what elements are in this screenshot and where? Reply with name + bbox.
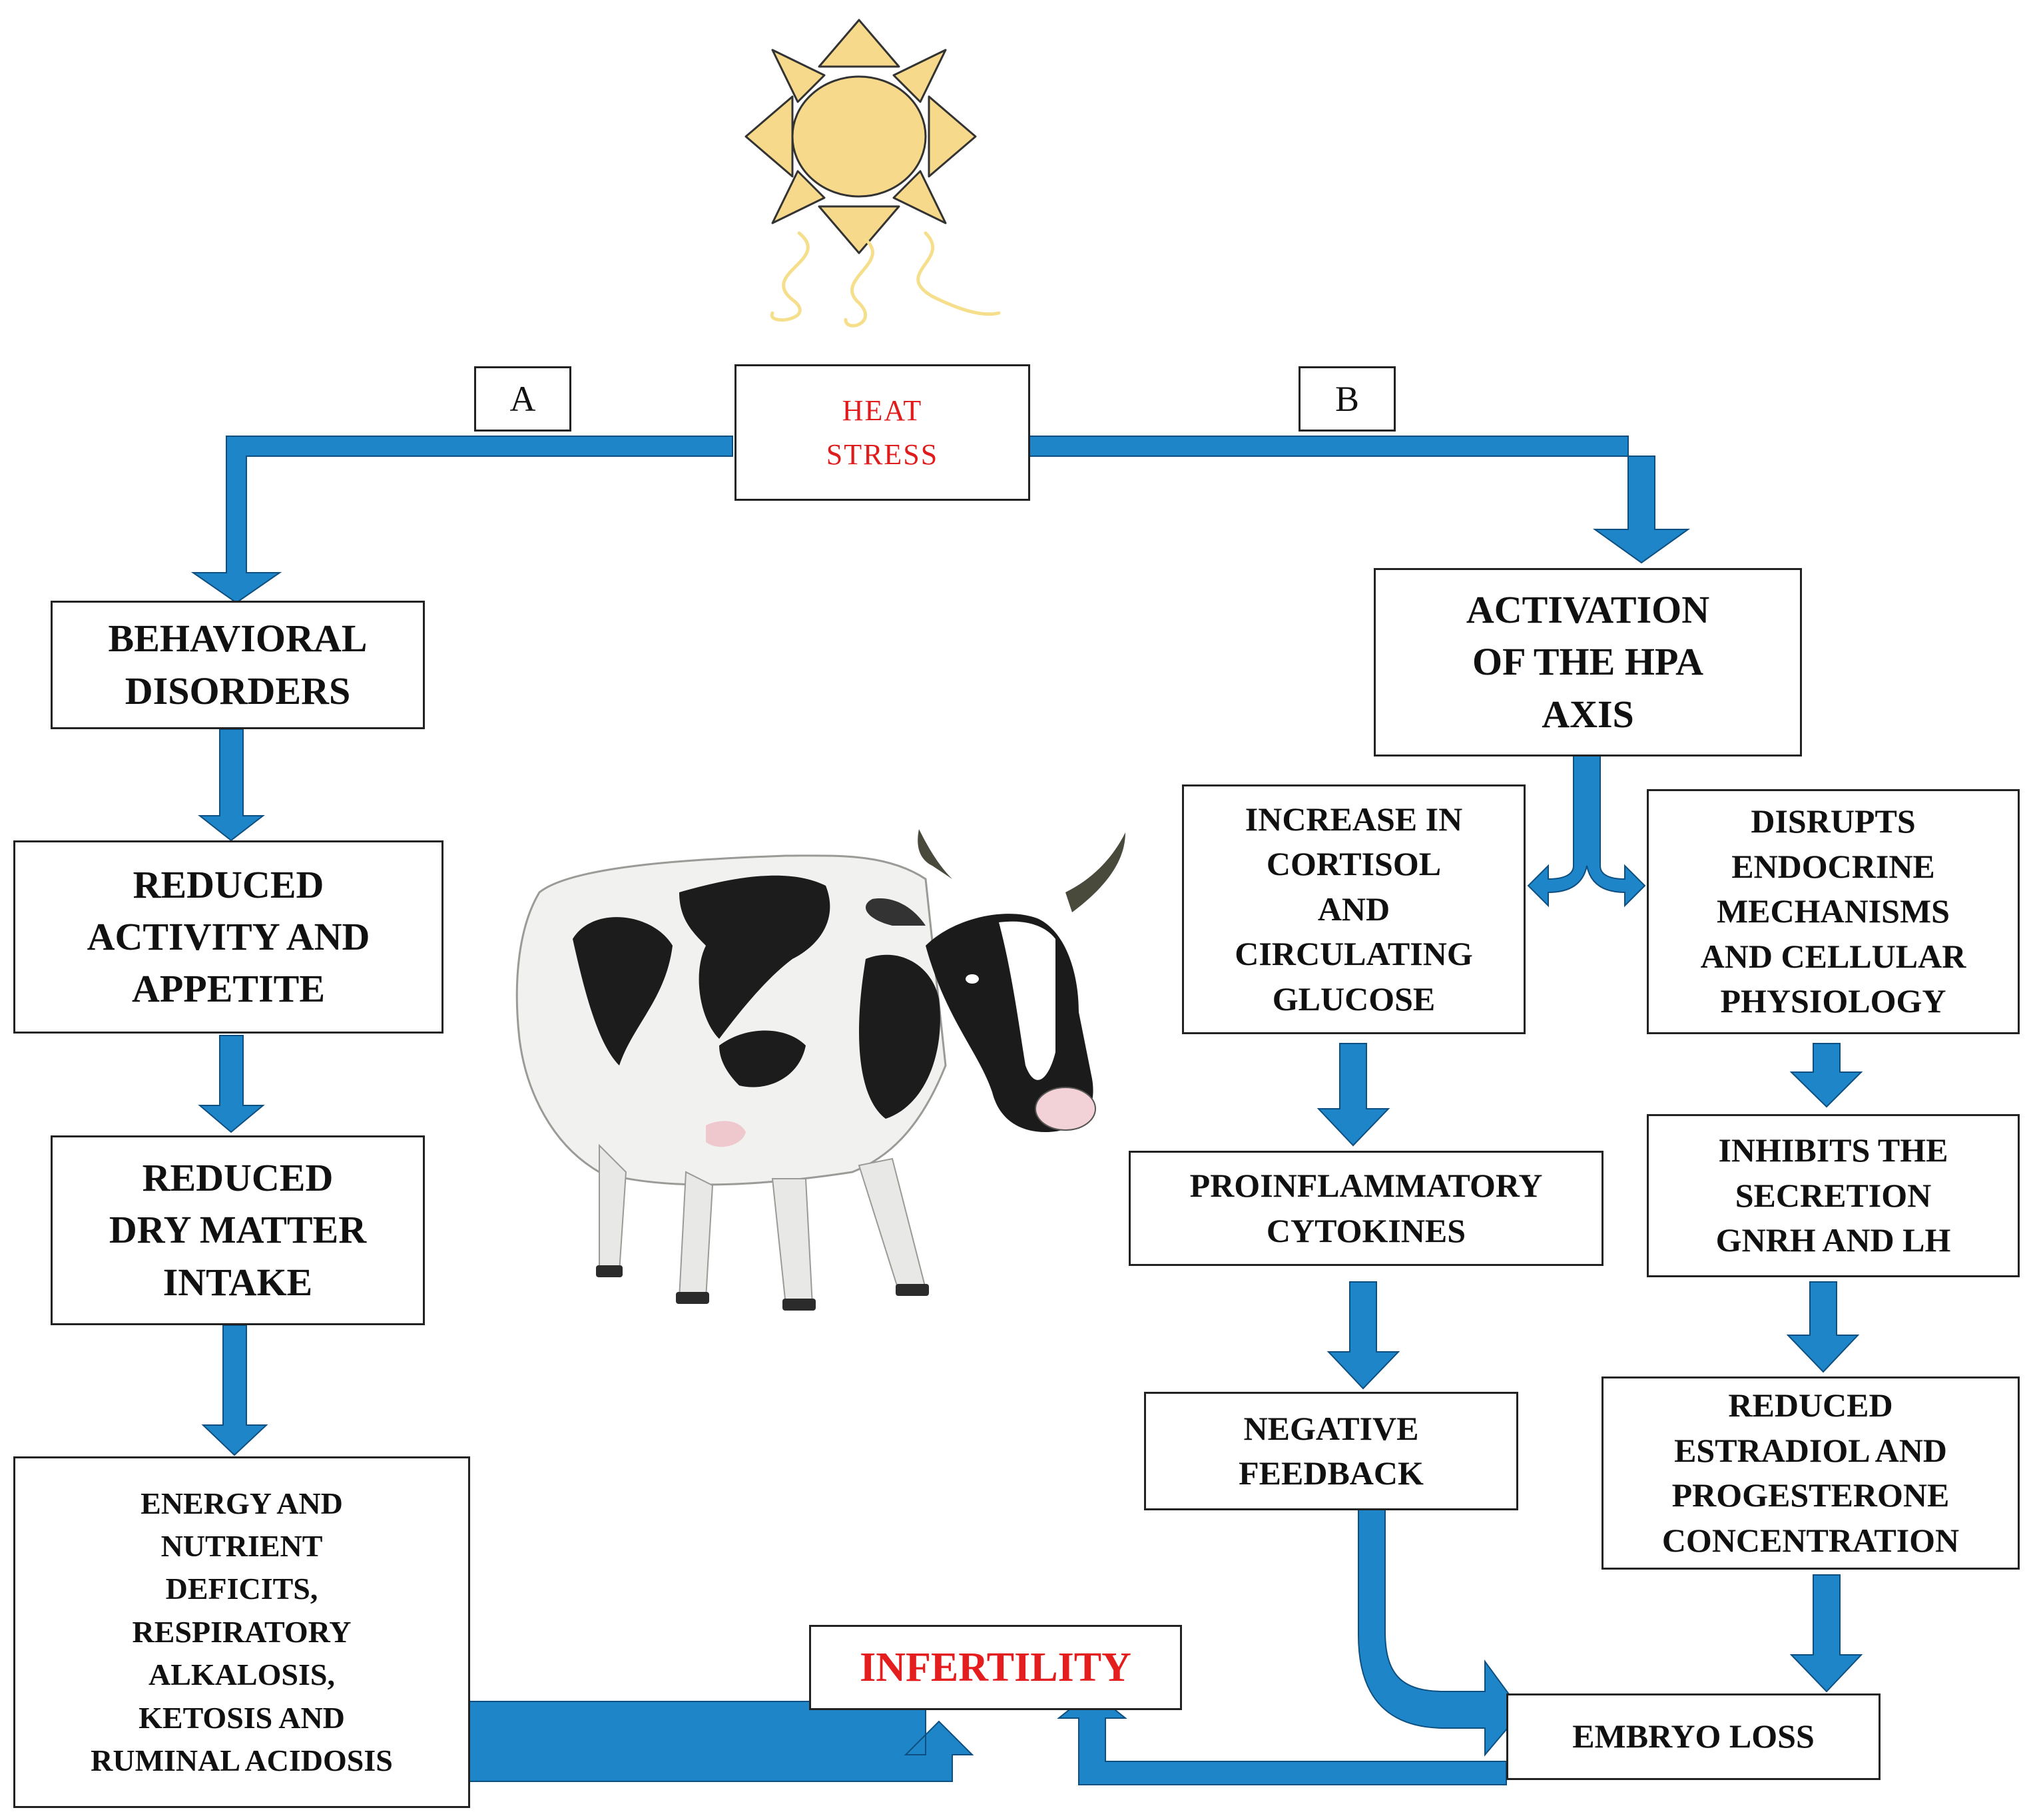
hpa-activation-box: ACTIVATION OF THE HPA AXIS (1374, 568, 1802, 757)
cow-image (515, 829, 1125, 1311)
heat-stress-box: HEAT STRESS (734, 364, 1030, 501)
embryo-loss-box: EMBRYO LOSS (1506, 1693, 1881, 1780)
sun-icon (744, 19, 1001, 328)
infertility-box: INFERTILITY (809, 1625, 1182, 1710)
negative-feedback-box: NEGATIVE FEEDBACK (1144, 1392, 1518, 1510)
arrow-connectors (190, 436, 1863, 1785)
behavioral-disorders-box: BEHAVIORAL DISORDERS (51, 601, 425, 729)
proinflammatory-cytokines-box: PROINFLAMMATORY CYTOKINES (1129, 1151, 1603, 1266)
reduced-activity-box: REDUCED ACTIVITY AND APPETITE (13, 840, 443, 1034)
deficits-box: ENERGY AND NUTRIENT DEFICITS, RESPIRATOR… (13, 1456, 470, 1808)
branch-label-a: A (474, 366, 571, 432)
inhibits-gnrh-lh-box: INHIBITS THE SECRETION GNRH AND LH (1647, 1114, 2020, 1277)
endocrine-disruption-box: DISRUPTS ENDOCRINE MECHANISMS AND CELLUL… (1647, 789, 2020, 1034)
branch-label-b: B (1299, 366, 1396, 432)
reduced-hormones-box: REDUCED ESTRADIOL AND PROGESTERONE CONCE… (1601, 1376, 2020, 1570)
reduced-dmi-box: REDUCED DRY MATTER INTAKE (51, 1135, 425, 1325)
cortisol-glucose-box: INCREASE IN CORTISOL AND CIRCULATING GLU… (1182, 784, 1526, 1034)
